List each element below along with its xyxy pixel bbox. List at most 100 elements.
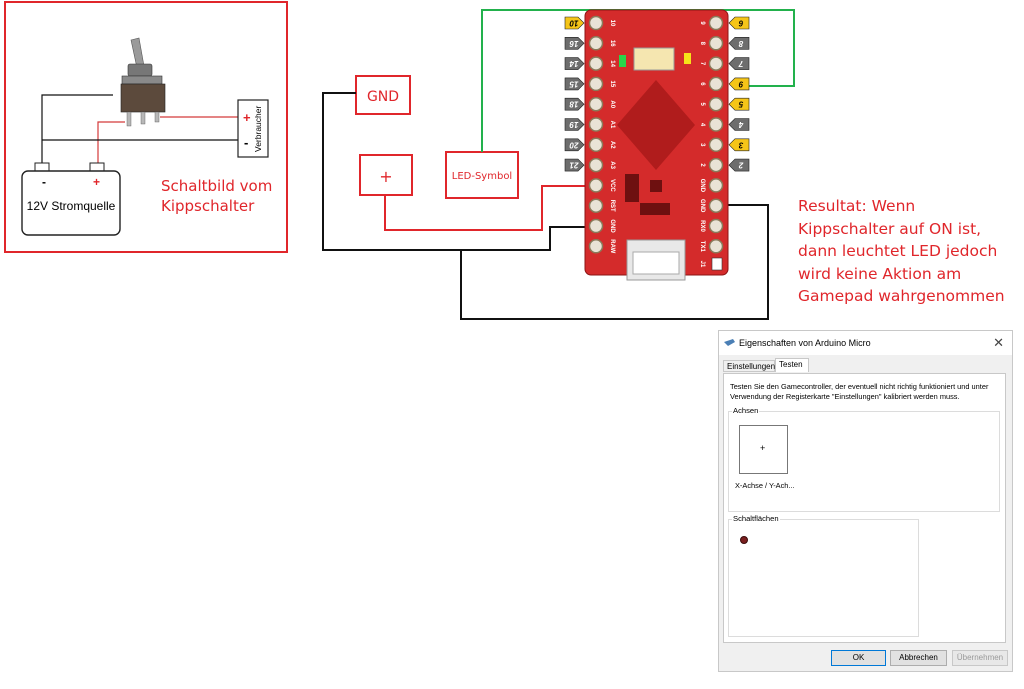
pin-label: 6 <box>699 82 705 86</box>
gamepad-icon <box>724 339 735 346</box>
button-indicator-1 <box>740 536 748 544</box>
pin-hole <box>708 96 724 112</box>
arduino-board <box>584 9 729 281</box>
pin-hole <box>708 117 724 132</box>
pin-label: 4 <box>699 123 705 127</box>
pin-hole <box>588 76 604 92</box>
apply-button[interactable]: Übernehmen <box>952 650 1008 666</box>
battery-plus-label: + <box>93 175 100 189</box>
wire-gnd-board <box>461 226 600 251</box>
consumer-label: Verbraucher <box>253 106 263 152</box>
pin-label: 10 <box>609 20 615 27</box>
pin-label: 7 <box>699 62 705 66</box>
pin-hole <box>588 157 604 173</box>
pin-tag-label: 15 <box>569 79 578 88</box>
led-box-label: LED-Symbol <box>452 171 512 182</box>
toggle-switch-icon <box>120 37 166 127</box>
pin-hole <box>708 137 724 153</box>
gnd-box <box>355 75 411 115</box>
pin-tag <box>728 57 750 70</box>
pin-tag-label: 9 <box>738 79 743 88</box>
pin-hole <box>708 76 724 92</box>
pin-hole <box>588 198 604 213</box>
pin-hole <box>708 15 724 31</box>
pin-tag-label: 16 <box>569 39 578 48</box>
pin-hole <box>588 56 604 71</box>
pin-tag-label: 6 <box>738 19 743 28</box>
pin-label: A2 <box>609 141 615 149</box>
axis-xy-box: + <box>739 425 788 474</box>
pin-tag <box>728 138 750 152</box>
pin-hole <box>588 15 604 31</box>
properties-dialog: Eigenschaften von Arduino Micro ✕ Einste… <box>718 330 1013 672</box>
test-description: Testen Sie den Gamecontroller, der event… <box>730 382 989 401</box>
tab-einstellungen[interactable]: Einstellungen <box>723 360 775 372</box>
ok-button[interactable]: OK <box>831 650 886 666</box>
pin-label: RST <box>609 200 615 212</box>
crosshair-icon: + <box>760 443 766 453</box>
tab-testen[interactable]: Testen <box>775 358 809 372</box>
schematic-caption: Schaltbild vom Kippschalter <box>161 177 273 215</box>
pin-label: 14 <box>609 60 615 67</box>
pin-label: RAW <box>609 239 615 253</box>
plus-box <box>359 154 413 196</box>
pin-label: 3 <box>699 143 705 147</box>
consumer-box <box>237 99 269 158</box>
pin-tag <box>728 97 750 111</box>
pin-tag-label: 3 <box>738 140 743 149</box>
pin-label: GND <box>699 179 705 193</box>
pin-label: 2 <box>699 163 705 167</box>
gnd-box-label: GND <box>367 89 399 105</box>
pin-tag <box>564 37 585 50</box>
close-icon[interactable]: ✕ <box>993 335 1004 350</box>
pin-hole <box>708 218 724 234</box>
pin-hole <box>588 117 604 132</box>
pin-hole <box>708 198 724 213</box>
pin-hole <box>708 56 724 71</box>
test-panel: Testen Sie den Gamecontroller, der event… <box>723 373 1006 643</box>
dialog-titlebar: Eigenschaften von Arduino Micro ✕ <box>719 331 1012 355</box>
pin-hole <box>708 178 724 193</box>
pin-tag <box>564 118 585 131</box>
pin-tag-label: 18 <box>569 100 578 109</box>
pin-label: GND <box>609 219 615 233</box>
axis-xy-label: X-Achse / Y-Ach... <box>735 481 795 490</box>
plus-box-label: + <box>379 167 392 186</box>
dialog-title: Eigenschaften von Arduino Micro <box>739 338 871 348</box>
pin-tag-label: 2 <box>738 161 744 170</box>
pin-label: 15 <box>609 81 615 88</box>
axes-group-label: Achsen <box>732 406 760 415</box>
pin-label: TX1 <box>699 241 705 253</box>
pin-label: VCC <box>609 179 615 192</box>
pin-hole <box>708 36 724 51</box>
consumer-plus-label: + <box>243 110 251 125</box>
pin-label: A3 <box>609 161 615 169</box>
pin-tag <box>728 118 750 131</box>
pin-tag <box>728 158 750 172</box>
schematic-frame <box>4 1 288 253</box>
pin-tag-label: 10 <box>569 19 578 28</box>
cancel-button[interactable]: Abbrechen <box>890 650 947 666</box>
consumer-minus-label: - <box>244 135 248 150</box>
schematic-wire-plus <box>97 121 125 164</box>
pin-label: A0 <box>609 100 615 108</box>
axes-group: Achsen + X-Achse / Y-Ach... <box>728 406 1000 512</box>
battery-minus-label: - <box>42 175 46 189</box>
result-text: Resultat: Wenn Kippschalter auf ON ist, … <box>798 197 1005 305</box>
pin-tag-label: 20 <box>569 140 579 149</box>
pin-label: 8 <box>699 42 705 46</box>
pin-tag-label: 19 <box>569 120 578 129</box>
pin-hole <box>588 96 604 112</box>
pin-label: 5 <box>699 103 705 107</box>
pin-hole <box>708 239 724 254</box>
buttons-group: Schaltflächen <box>728 514 919 637</box>
battery-label: 12V Stromquelle <box>27 199 116 213</box>
pin-hole <box>588 218 604 234</box>
schematic-wire-minus <box>41 94 113 164</box>
pin-label: 9 <box>699 21 705 25</box>
